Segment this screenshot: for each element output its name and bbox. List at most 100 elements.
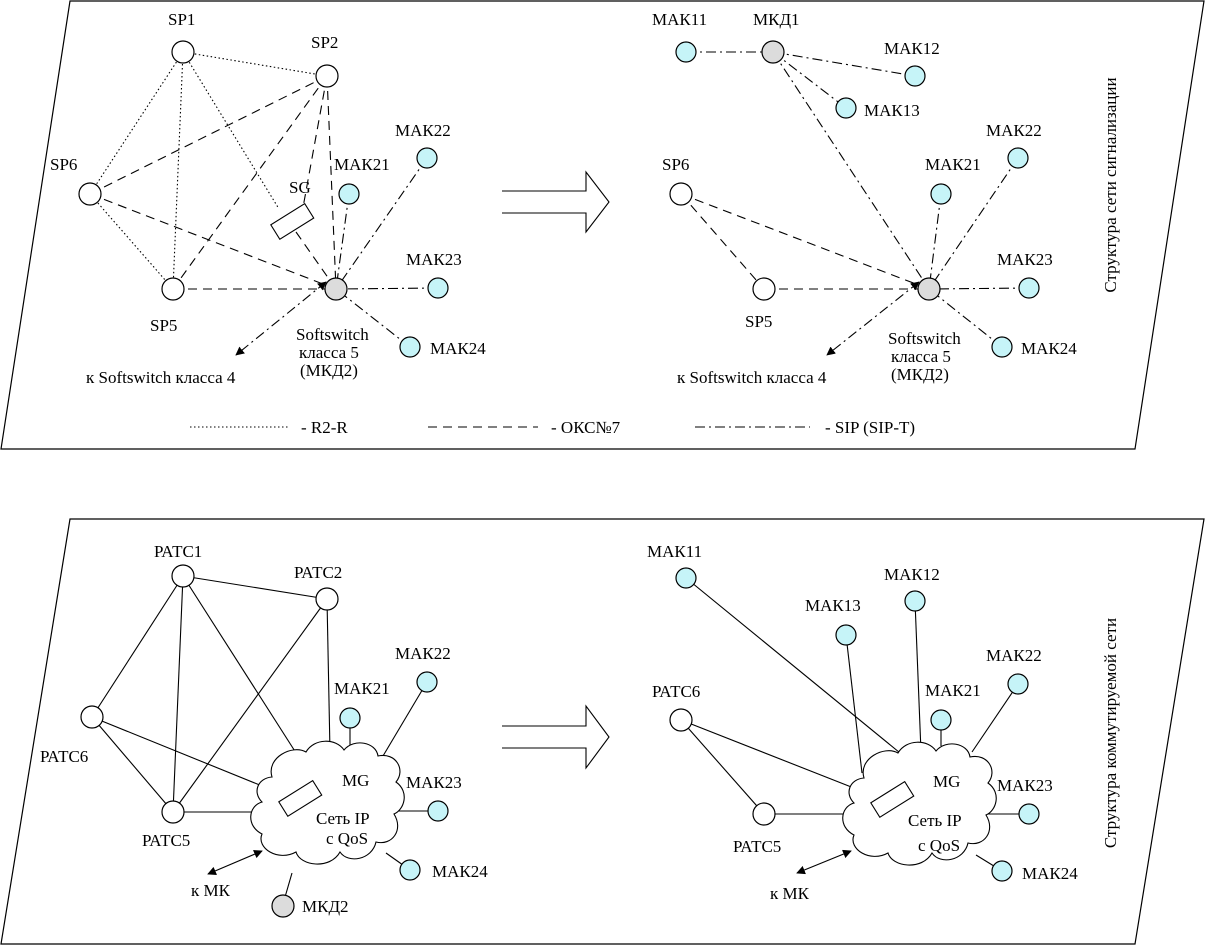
- mak21-label: МАК21: [334, 155, 390, 174]
- mak22-right-node: [1007, 147, 1029, 169]
- mg-box-right: [870, 780, 915, 818]
- patc6-right-node: [669, 708, 693, 732]
- mak24-sw-right-node: [991, 860, 1013, 882]
- mak13-label: МАК13: [864, 101, 920, 120]
- patc6-right-label: РАТС6: [652, 682, 700, 701]
- softswitch-label-line2: класса 5: [299, 343, 359, 362]
- to-mk-right-label: к МК: [770, 884, 810, 903]
- mak23-sw-right-node: [1018, 803, 1040, 825]
- mak23-sw-label: МАК23: [406, 773, 462, 792]
- mak21-right-node: [930, 183, 952, 205]
- mak13-sw-label: МАК13: [805, 596, 861, 615]
- mak23-label: МАК23: [406, 250, 462, 269]
- mak21-sw-node: [339, 707, 361, 729]
- legend-r2r-label: - R2-R: [301, 418, 348, 437]
- mak24-sw-right-label: МАК24: [1022, 864, 1078, 883]
- patc2-node: [315, 587, 339, 611]
- softswitch-node: [324, 277, 348, 301]
- switched-vertical-title: Структура коммутируемой сети: [1101, 618, 1120, 848]
- mak24-right-label: МАК24: [1021, 339, 1077, 358]
- patc1-label: РАТС1: [154, 542, 202, 561]
- mkd2-node: [271, 894, 295, 918]
- mak11-sw-label: МАК11: [647, 542, 702, 561]
- mkd2-label: МКД2: [302, 897, 349, 916]
- sp5-node: [161, 277, 185, 301]
- patc5-right-label: РАТС5: [733, 837, 781, 856]
- mak22-sw-right-node: [1007, 673, 1029, 695]
- ip-network-cloud-right: [842, 741, 997, 866]
- to-mk-label: к МК: [191, 881, 231, 900]
- mak22-sw-node: [416, 671, 438, 693]
- mak21-sw-right-node: [930, 709, 952, 731]
- ip-net-label-line2: с QoS: [326, 829, 368, 848]
- mak21-right-label: МАК21: [925, 155, 981, 174]
- to-class4-right-label: к Softswitch класса 4: [677, 368, 827, 387]
- softswitch-right-label-line3: (МКД2): [891, 365, 949, 384]
- mak23-node: [427, 277, 449, 299]
- mak11-node: [675, 41, 697, 63]
- mg-box: [278, 779, 323, 817]
- mak22-node: [416, 147, 438, 169]
- mak23-right-label: МАК23: [997, 250, 1053, 269]
- legend-oks7-label: - ОКС№7: [551, 418, 621, 437]
- mkd1-node: [761, 40, 785, 64]
- mak22-label: МАК22: [395, 121, 451, 140]
- softswitch-label-line1: Softswitch: [296, 325, 369, 344]
- mak21-node: [338, 183, 360, 205]
- ip-network-cloud: [250, 740, 405, 865]
- sg-box: [270, 202, 315, 240]
- mak11-sw-node: [675, 567, 697, 589]
- sp5-label: SP5: [150, 316, 177, 335]
- mak24-sw-label: МАК24: [432, 862, 488, 881]
- patc6-node: [80, 705, 104, 729]
- ip-net-label-line1: Сеть IP: [316, 809, 370, 828]
- sp5-right-label: SP5: [745, 312, 772, 331]
- patc5-right-node: [752, 802, 776, 826]
- mak13-node: [835, 97, 857, 119]
- patc1-node: [171, 564, 195, 588]
- mak24-sw-node: [399, 859, 421, 881]
- sp6-label: SP6: [50, 155, 77, 174]
- sp5-right-node: [752, 277, 776, 301]
- mak23-sw-node: [427, 800, 449, 822]
- patc5-node: [161, 800, 185, 824]
- signaling-vertical-title: Структура сети сигнализации: [1101, 77, 1120, 292]
- sp6-right-node: [669, 182, 693, 206]
- switched-right-links: [680, 577, 1029, 875]
- mak22-right-label: МАК22: [986, 121, 1042, 140]
- sp2-label: SP2: [311, 33, 338, 52]
- ip-net-right-label-line2: с QoS: [918, 836, 960, 855]
- mak24-label: МАК24: [430, 339, 486, 358]
- softswitch-right-label-line2: класса 5: [891, 347, 951, 366]
- ip-net-right-label-line1: Сеть IP: [908, 811, 962, 830]
- mak23-right-node: [1018, 277, 1040, 299]
- sp6-node: [78, 182, 102, 206]
- mak24-node: [399, 336, 421, 358]
- softswitch-label-line3: (МКД2): [300, 361, 358, 380]
- mg-right-label: MG: [933, 772, 960, 791]
- to-class4-label: к Softswitch класса 4: [86, 368, 236, 387]
- mak22-sw-right-label: МАК22: [986, 646, 1042, 665]
- legend: - R2-R - ОКС№7 - SIP (SIP-T): [190, 418, 915, 437]
- mak12-sw-label: МАК12: [884, 565, 940, 584]
- patc5-label: РАТС5: [142, 831, 190, 850]
- mg-label: MG: [342, 771, 369, 790]
- mak21-sw-label: МАК21: [334, 679, 390, 698]
- patc6-label: РАТС6: [40, 747, 88, 766]
- mak12-sw-node: [904, 590, 926, 612]
- mak23-sw-right-label: МАК23: [997, 776, 1053, 795]
- mak24-right-node: [991, 336, 1013, 358]
- sp1-label: SP1: [168, 10, 195, 29]
- sp6-right-label: SP6: [662, 155, 689, 174]
- mak13-sw-node: [835, 624, 857, 646]
- mak21-sw-right-label: МАК21: [925, 681, 981, 700]
- transition-arrow-top: [502, 170, 610, 234]
- legend-sip-label: - SIP (SIP-T): [825, 418, 915, 437]
- mak12-node: [904, 65, 926, 87]
- softswitch-right-label-line1: Softswitch: [888, 329, 961, 348]
- softswitch-right-node: [917, 277, 941, 301]
- transition-arrow-bottom: [502, 704, 610, 770]
- patc2-label: РАТС2: [294, 563, 342, 582]
